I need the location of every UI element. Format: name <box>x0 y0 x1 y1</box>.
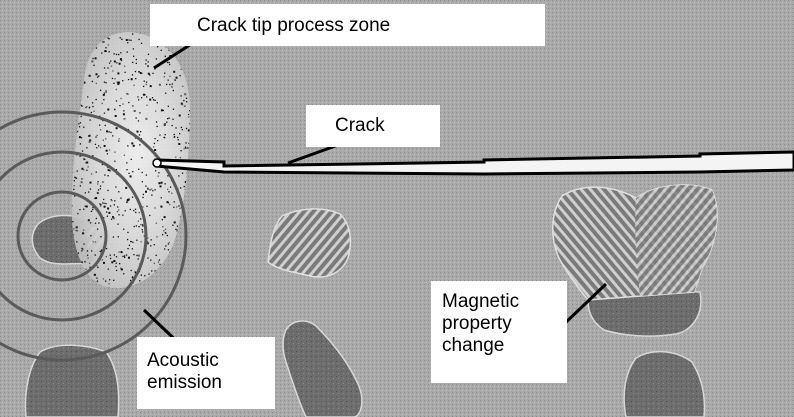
acoustic-wave-outer <box>0 110 188 362</box>
inclusion-bottom-left <box>24 344 120 417</box>
label-line: Magnetic <box>442 291 520 312</box>
crack <box>154 150 794 176</box>
label-magnetic-property-change: Magnetic property change <box>431 281 567 383</box>
label-text: Crack tip process zone <box>197 15 391 36</box>
label-line: emission <box>147 372 222 393</box>
inclusion-bottom-right <box>623 350 706 417</box>
hatched-grain-small <box>267 208 352 278</box>
label-text: Crack <box>335 115 385 136</box>
hatched-grain-large-overlay <box>635 184 717 296</box>
label-crack: Crack <box>306 105 440 147</box>
leader-magnetic <box>560 282 608 328</box>
label-line: property <box>442 313 512 334</box>
acoustic-wave-middle <box>0 150 148 322</box>
acoustic-wave-inner <box>16 190 108 282</box>
label-crack-tip-process-zone: Crack tip process zone <box>150 4 545 46</box>
crack-tip <box>152 158 162 168</box>
process-zone <box>71 32 190 289</box>
label-acoustic-emission: Acoustic emission <box>137 337 275 409</box>
label-line: Acoustic <box>147 350 219 371</box>
label-line: change <box>442 335 505 356</box>
inclusion-bottom-middle <box>282 320 363 417</box>
